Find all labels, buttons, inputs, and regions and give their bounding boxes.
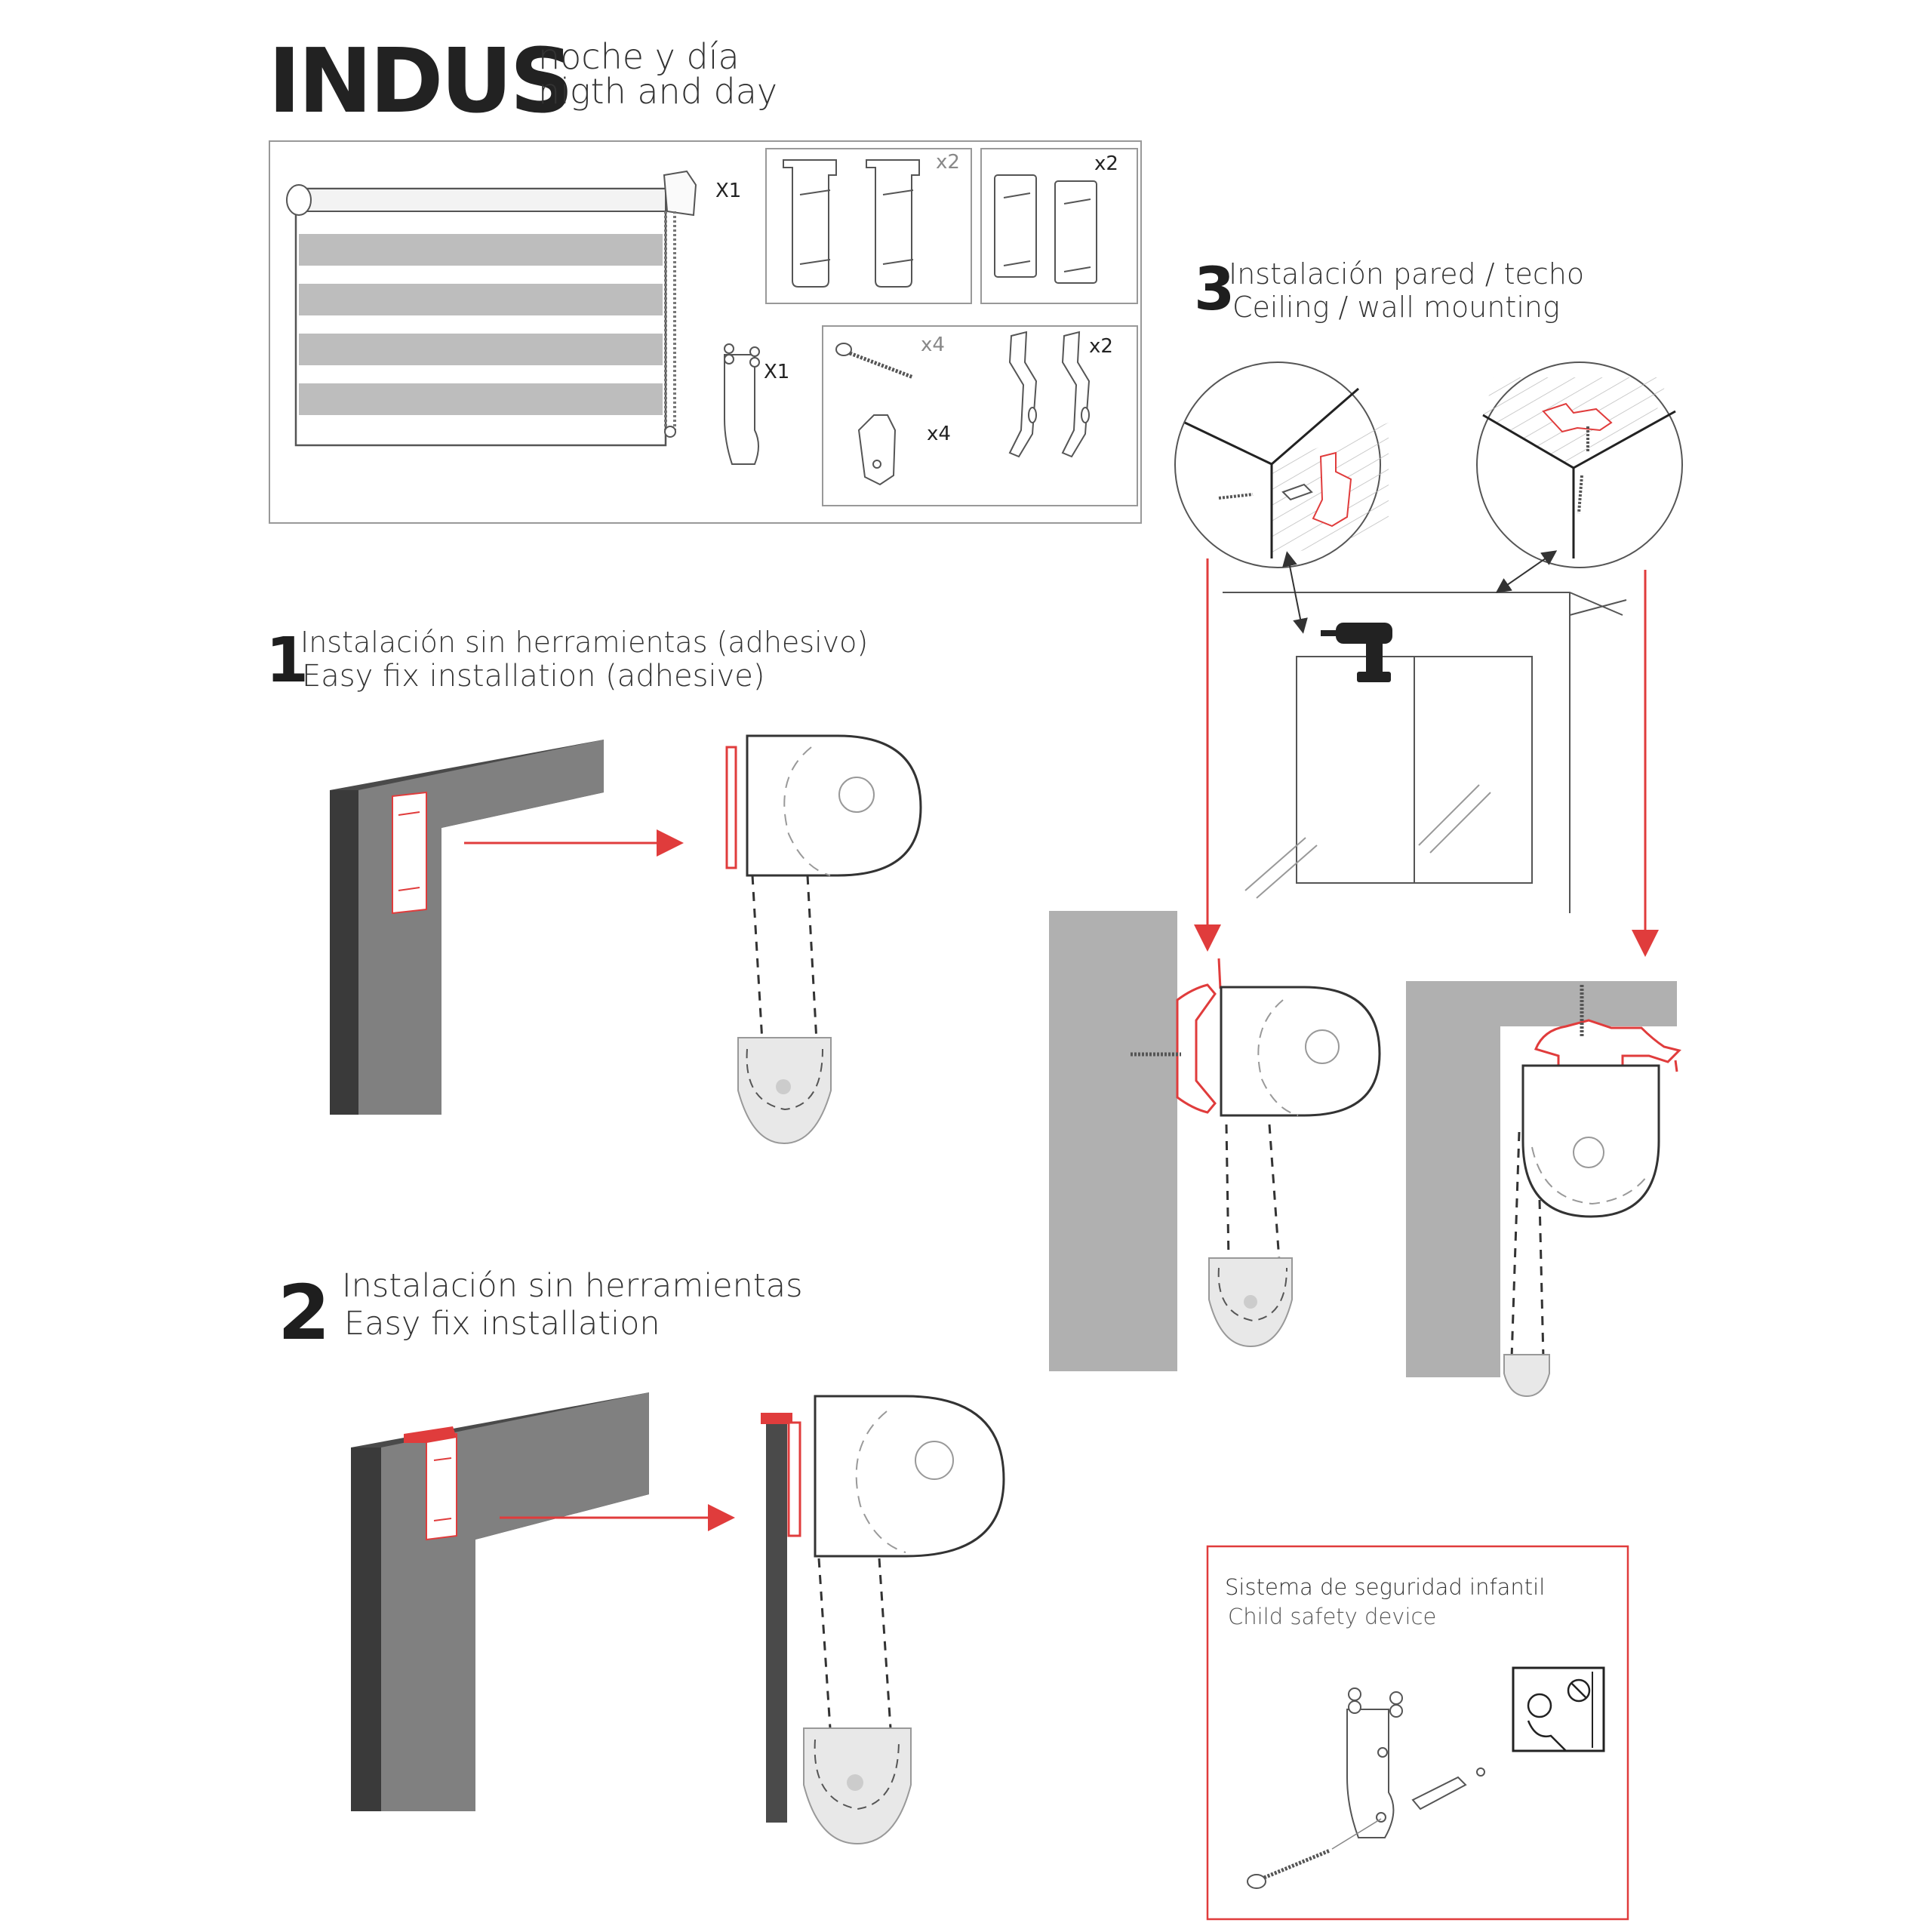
blind-qty: X1 — [715, 180, 742, 202]
step3-ceiling-detail-circle — [1476, 361, 1683, 568]
child-warning-icon — [1512, 1666, 1605, 1752]
roller-blind-illustration — [286, 170, 697, 447]
step2-title-es: Instalación sin herramientas — [342, 1267, 803, 1305]
adhesive-plate-illustration — [994, 174, 1097, 284]
step2-frame-illustration — [351, 1392, 735, 1811]
plugs-qty: x4 — [927, 423, 951, 445]
step1-side-illustration — [725, 734, 922, 1145]
step1-frame-illustration — [330, 740, 684, 1115]
step3-room-illustration — [1194, 550, 1659, 957]
chain-tensioner-illustration — [724, 343, 760, 465]
clip-bracket-illustration — [783, 159, 920, 288]
step1-title-en: Easy fix installation (adhesive) — [302, 659, 765, 694]
step1-title-es: Instalación sin herramientas (adhesivo) — [300, 626, 869, 659]
step1-number: 1 — [266, 625, 309, 697]
step3-wall-detail-circle — [1174, 361, 1389, 568]
step2-side-illustration — [761, 1395, 1005, 1845]
safety-title-en: Child safety device — [1228, 1604, 1437, 1629]
subtitle-en: nigth and day — [538, 71, 778, 112]
parts-panel — [269, 140, 1142, 524]
adhesive-plates-qty: x2 — [1094, 152, 1118, 175]
clip-brackets-qty: x2 — [936, 151, 960, 174]
screw-illustration — [835, 343, 914, 380]
wall-plug-illustration — [857, 414, 897, 486]
step2-title-en: Easy fix installation — [344, 1305, 660, 1343]
metal-bracket-illustration — [1008, 331, 1091, 458]
step3-title-en: Ceiling / wall mounting — [1232, 291, 1560, 324]
step3-wall-mount-illustration — [1049, 911, 1381, 1371]
step3-number: 3 — [1194, 256, 1235, 324]
tensioner-qty: X1 — [764, 361, 790, 383]
brand-title: INDUS — [268, 29, 574, 133]
metal-brackets-qty: x2 — [1089, 335, 1113, 358]
subtitle-es: noche y día — [538, 36, 740, 77]
step3-title-es: Instalación pared / techo — [1229, 257, 1585, 291]
safety-device-illustration — [1247, 1687, 1485, 1889]
screws-qty: x4 — [921, 334, 945, 356]
safety-title-es: Sistema de seguridad infantil — [1225, 1574, 1546, 1600]
safety-panel — [1206, 1545, 1629, 1921]
drill-icon — [1321, 623, 1392, 682]
step2-number: 2 — [278, 1269, 331, 1357]
step3-ceiling-mount-illustration — [1406, 981, 1681, 1398]
